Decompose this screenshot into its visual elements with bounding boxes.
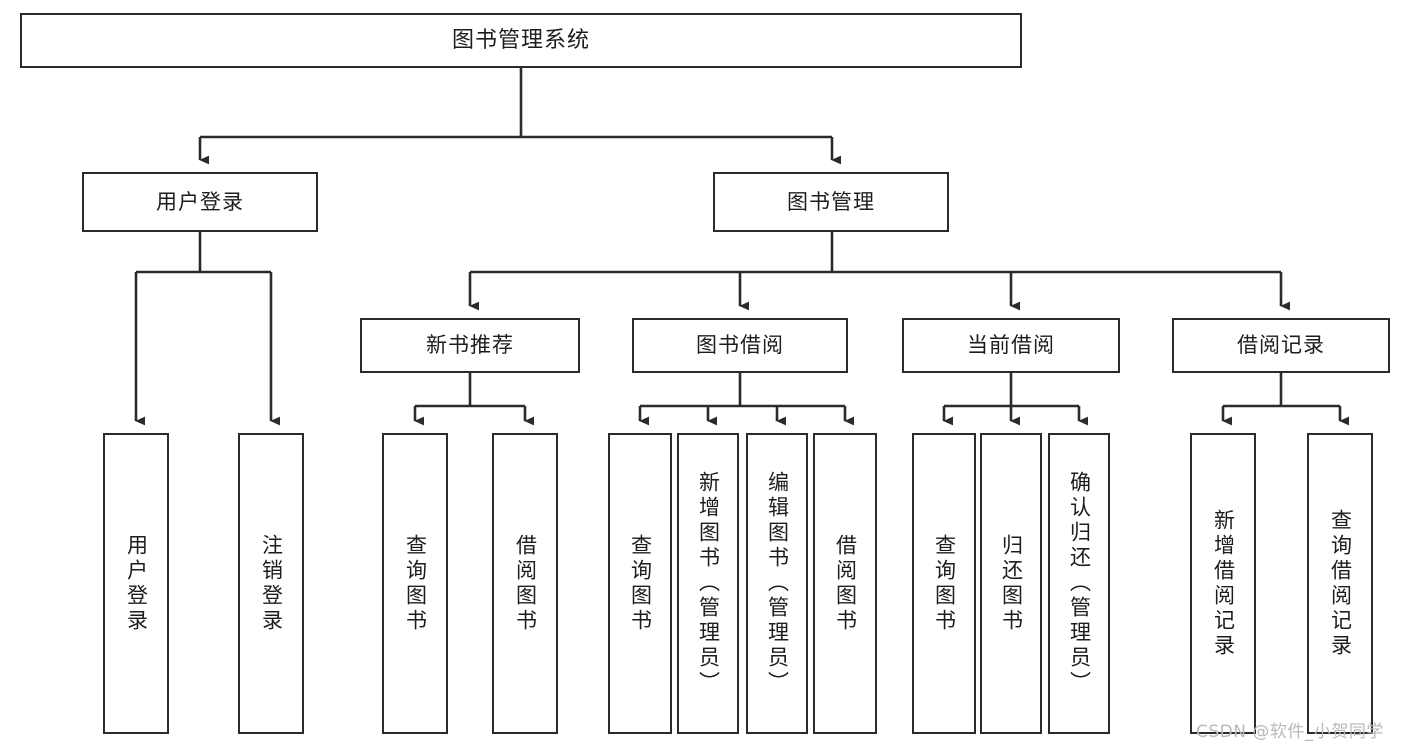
node-label: 用户登录 [156, 189, 244, 214]
leaf-currentborrow-confirm-return-admin[interactable]: 确认归还（管理员） [1048, 433, 1110, 734]
leaf-bookborrow-borrow-book[interactable]: 借阅图书 [813, 433, 877, 734]
leaf-borrowrecord-add-record[interactable]: 新增借阅记录 [1190, 433, 1256, 734]
leaf-newbook-borrow-book[interactable]: 借阅图书 [492, 433, 558, 734]
node-label: 借阅图书 [513, 533, 538, 634]
node-label: 查询图书 [628, 533, 653, 634]
node-label: 图书借阅 [696, 333, 784, 358]
node-label: 查询借阅记录 [1328, 508, 1353, 659]
leaf-newbook-query-book[interactable]: 查询图书 [382, 433, 448, 734]
node-label: 新书推荐 [426, 333, 514, 358]
leaf-borrowrecord-query-record[interactable]: 查询借阅记录 [1307, 433, 1373, 734]
node-root-system[interactable]: 图书管理系统 [20, 13, 1022, 68]
node-label: 查询图书 [932, 533, 957, 634]
node-label: 确认归还（管理员） [1067, 471, 1092, 696]
node-label: 借阅图书 [833, 533, 858, 634]
node-label: 新增借阅记录 [1211, 508, 1236, 659]
node-book-borrow[interactable]: 图书借阅 [632, 318, 848, 373]
node-label: 归还图书 [999, 533, 1024, 634]
node-label: 图书管理 [787, 189, 875, 214]
node-label: 查询图书 [403, 533, 428, 634]
node-label: 用户登录 [124, 533, 149, 634]
node-label: 注销登录 [259, 533, 284, 634]
leaf-user-login[interactable]: 用户登录 [103, 433, 169, 734]
node-label: 当前借阅 [967, 333, 1055, 358]
leaf-logout[interactable]: 注销登录 [238, 433, 304, 734]
csdn-watermark: CSDN @软件_小贺同学 [1196, 722, 1384, 742]
leaf-bookborrow-edit-book-admin[interactable]: 编辑图书（管理员） [746, 433, 808, 734]
leaf-bookborrow-query-book[interactable]: 查询图书 [608, 433, 672, 734]
node-user-login[interactable]: 用户登录 [82, 172, 318, 232]
leaf-currentborrow-return-book[interactable]: 归还图书 [980, 433, 1042, 734]
node-new-book-recommend[interactable]: 新书推荐 [360, 318, 580, 373]
node-label: 图书管理系统 [451, 27, 590, 53]
node-book-management[interactable]: 图书管理 [713, 172, 949, 232]
node-current-borrow[interactable]: 当前借阅 [902, 318, 1120, 373]
node-label: 新增图书（管理员） [696, 471, 721, 696]
node-borrow-record[interactable]: 借阅记录 [1172, 318, 1390, 373]
leaf-currentborrow-query-book[interactable]: 查询图书 [912, 433, 976, 734]
node-label: 编辑图书（管理员） [765, 471, 790, 696]
leaf-bookborrow-add-book-admin[interactable]: 新增图书（管理员） [677, 433, 739, 734]
node-label: 借阅记录 [1237, 333, 1325, 358]
